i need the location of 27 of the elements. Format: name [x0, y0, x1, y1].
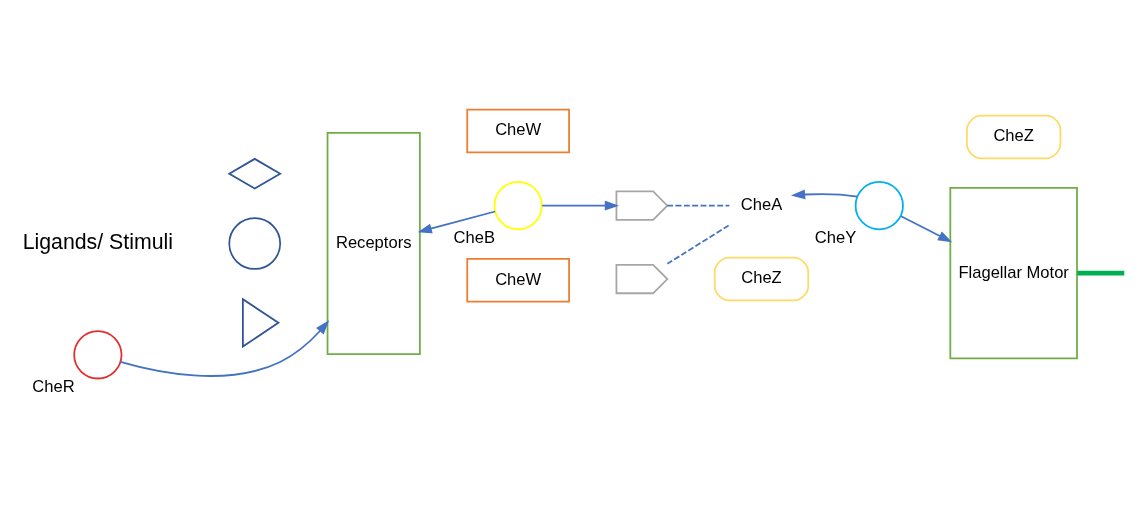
- node-circle: [73, 330, 123, 380]
- node-diamond: [227, 157, 282, 190]
- node-triangle: [242, 297, 280, 349]
- node-circle: [854, 181, 904, 231]
- node-chevron: [615, 263, 669, 295]
- node-box: Receptors: [326, 131, 421, 356]
- node-box: Flagellar Motor: [949, 187, 1078, 360]
- arrow: [790, 189, 859, 200]
- arrow: [541, 200, 619, 211]
- arrow: [900, 215, 953, 243]
- connector: [1077, 270, 1125, 276]
- node-label: CheY: [814, 227, 857, 247]
- arrow: [417, 210, 496, 234]
- node-label: CheR: [32, 376, 75, 396]
- connector: [666, 224, 731, 265]
- arrow: [119, 320, 330, 377]
- connector: [666, 204, 731, 207]
- node-label: CheB: [453, 227, 496, 247]
- node-box: CheZ: [966, 114, 1062, 160]
- node-box: CheW: [466, 108, 570, 154]
- node-circle: [493, 181, 543, 231]
- node-text: CheA: [740, 195, 783, 215]
- node-box: CheW: [466, 258, 570, 303]
- label: Ligands/ Stimuli: [22, 229, 174, 254]
- node-circle: [228, 217, 282, 270]
- node-chevron: [615, 190, 669, 221]
- node-box: CheZ: [713, 256, 810, 302]
